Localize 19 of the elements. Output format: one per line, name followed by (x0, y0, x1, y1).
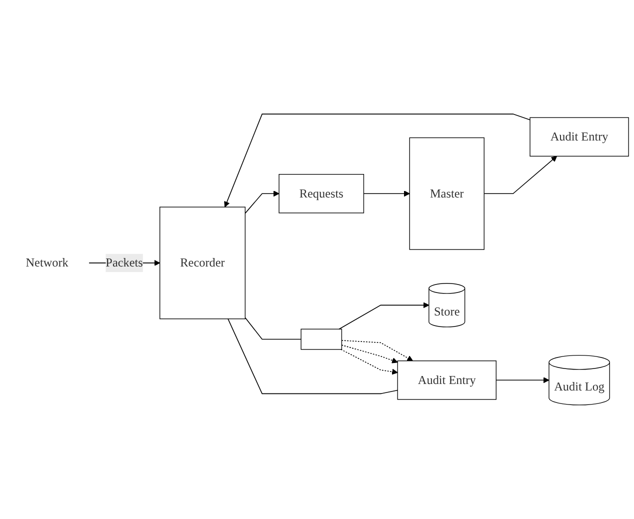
connector (228, 318, 398, 394)
node-box: Audit Entry (530, 117, 629, 157)
arrow (496, 377, 550, 384)
connector (244, 317, 302, 340)
node-box: Recorder (160, 206, 246, 320)
arrow (244, 190, 280, 214)
arrow (341, 340, 414, 362)
arrow (340, 349, 398, 375)
arrow (224, 114, 530, 208)
node-text: Network (26, 256, 68, 270)
node-box: Audit Entry (397, 360, 496, 400)
node-box (300, 328, 342, 350)
arrow (341, 344, 398, 364)
node-box: Requests (278, 174, 364, 214)
arrow (338, 302, 430, 330)
node-box: Master (409, 137, 484, 250)
arrow (484, 156, 558, 194)
edge-label: Packets (106, 256, 143, 270)
arrow (363, 190, 410, 197)
